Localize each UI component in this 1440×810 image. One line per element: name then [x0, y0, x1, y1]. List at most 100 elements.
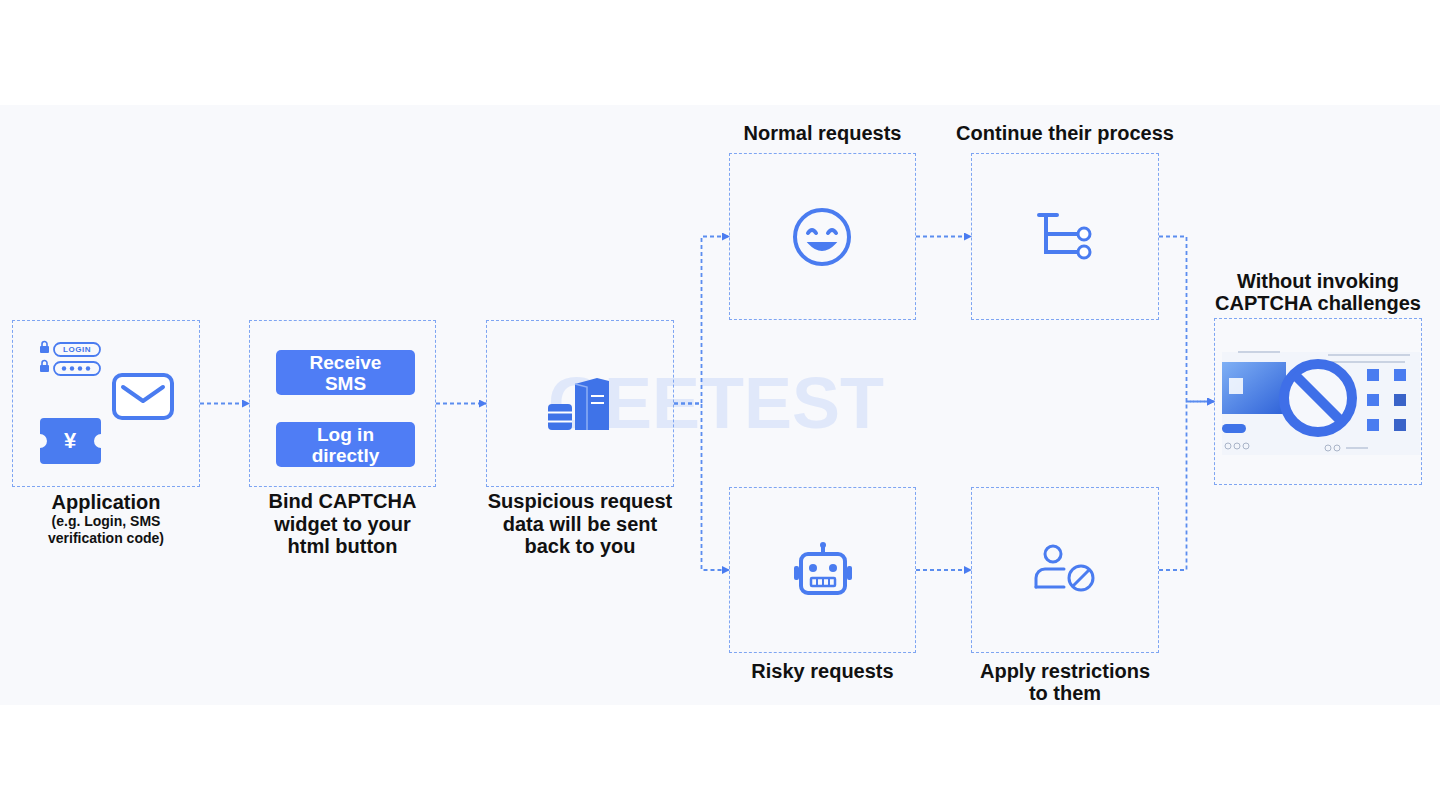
node-label: Apply restrictions to them: [972, 660, 1158, 704]
lock-shackle: [42, 342, 47, 347]
icon-tile: [1394, 369, 1406, 381]
process-box: Bind CAPTCHA widget to your html buttonR…: [249, 320, 436, 487]
robot-head: [801, 554, 845, 593]
screenshot-control: [1334, 445, 1340, 451]
node-label: Normal requests: [693, 122, 953, 144]
input-pill: [54, 343, 100, 356]
login-icon: [40, 342, 100, 376]
screenshot-text: [1346, 447, 1368, 449]
node-label: Application: [6, 491, 206, 513]
process-branches: [1039, 215, 1077, 252]
flow-connector: [200, 403, 249, 405]
node-label: Suspicious request data will be sent bac…: [478, 490, 683, 558]
database-stack: [548, 404, 572, 430]
icon-text: LOGIN: [54, 344, 100, 355]
process-box: Normal requests: [729, 153, 916, 320]
ban-slash: [1073, 570, 1089, 586]
process-icon: [1039, 215, 1090, 258]
screenshot-frame: [1222, 352, 1420, 455]
smiley-eye: [808, 230, 816, 233]
screenshot-text: [1328, 354, 1410, 356]
lock-body: [40, 346, 49, 353]
flow-connector: [1159, 237, 1214, 402]
process-box: Application(e.g. Login, SMS verification…: [12, 320, 200, 487]
person-body: [1036, 569, 1064, 587]
flow-connector: [436, 403, 486, 405]
process-box: Suspicious request data will be sent bac…: [486, 320, 674, 487]
process-box: Risky requests: [729, 487, 916, 653]
icon-tile: [1367, 394, 1379, 406]
lock-body: [40, 365, 49, 372]
captcha-illustration: [1222, 352, 1420, 455]
lock-shackle: [42, 361, 47, 366]
button-label: Log in directly: [276, 422, 415, 467]
icon-tile: [1367, 419, 1379, 431]
button-label: Receive SMS: [276, 350, 415, 395]
envelope-flap: [123, 387, 163, 401]
process-box: Continue their process: [971, 153, 1159, 320]
password-dot: [62, 366, 66, 370]
database-ring: [548, 412, 572, 414]
slider-handle: [1222, 424, 1246, 433]
process-dot: [1078, 228, 1090, 240]
robot-ear: [847, 566, 852, 580]
envelope-body: [114, 375, 172, 418]
robot-antenna-tip: [820, 542, 826, 548]
robot-eye: [809, 564, 817, 572]
screenshot-text: [1238, 351, 1280, 353]
button-box: Receive SMS: [276, 350, 415, 395]
robot-ear: [794, 566, 799, 580]
flow-connector: [1159, 402, 1214, 571]
smiley-mouth: [809, 243, 835, 250]
node-label: Bind CAPTCHA widget to your html button: [254, 490, 432, 558]
person-head: [1045, 546, 1061, 562]
server-edge: [575, 384, 587, 430]
password-dot: [70, 366, 74, 370]
robot-eye: [829, 564, 837, 572]
node-label: (e.g. Login, SMS verification code): [31, 513, 181, 547]
password-dot: [86, 366, 90, 370]
ban-circle: [1284, 364, 1352, 432]
smiley-face: [795, 210, 849, 264]
server-slot: [591, 402, 604, 404]
icon-tile: [1394, 394, 1406, 406]
robot-icon: [794, 542, 852, 593]
result-box: Without invoking CAPTCHA challenges: [1214, 318, 1422, 485]
ban-circle: [1069, 566, 1093, 590]
envelope-icon: [114, 375, 172, 418]
icon-tile: [1367, 369, 1379, 381]
password-dot: [78, 366, 82, 370]
smiley-icon: [795, 210, 849, 264]
screenshot-control: [1243, 443, 1249, 449]
puzzle-image: [1222, 362, 1286, 414]
input-pill: [54, 362, 100, 375]
screenshot-control: [1234, 443, 1240, 449]
process-box: Apply restrictions to them: [971, 487, 1159, 653]
node-label: Risky requests: [693, 660, 953, 682]
robot-teeth: [817, 578, 829, 586]
flow-connector: [916, 569, 971, 571]
icon-tile: [1394, 419, 1406, 431]
process-dot: [1078, 246, 1090, 258]
restrict-icon: [1036, 546, 1093, 590]
person-base: [1036, 586, 1064, 589]
server-slot: [591, 395, 604, 397]
puzzle-piece: [1229, 378, 1243, 394]
ban-slash: [1294, 374, 1342, 422]
database-ring: [548, 421, 572, 423]
icon-text: ¥: [55, 428, 85, 454]
screenshot-text: [1328, 361, 1405, 363]
button-box: Log in directly: [276, 422, 415, 467]
screenshot-control: [1225, 443, 1231, 449]
server-tower: [575, 378, 609, 430]
ticket-icon: [40, 418, 101, 464]
node-label: Without invoking CAPTCHA challenges: [1210, 270, 1426, 314]
smiley-eye: [828, 230, 836, 233]
flow-connector: [916, 236, 971, 238]
screenshot-control: [1325, 445, 1331, 451]
robot-mouth: [811, 578, 835, 586]
